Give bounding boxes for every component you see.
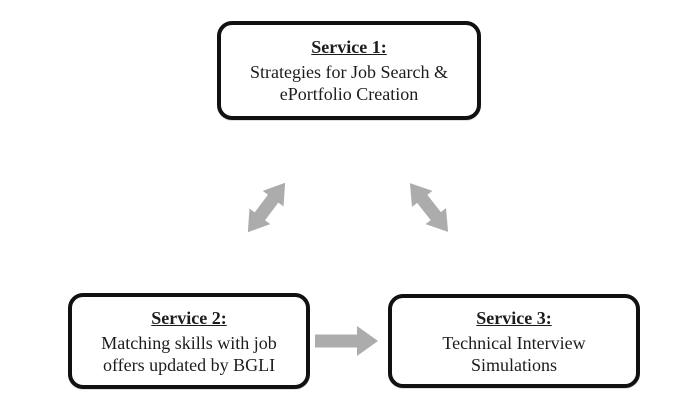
right-arrow-s2-s3-icon — [315, 326, 378, 356]
node-service-1-line-1: Strategies for Job Search & — [250, 62, 448, 82]
node-service-2-line-2: offers updated by BGLI — [102, 354, 276, 375]
node-service-3-title: Service 3: — [476, 307, 552, 328]
node-service-2-title: Service 2: — [151, 307, 227, 328]
node-service-1-line-2: ePortfolio Creation — [279, 84, 419, 104]
double-arrow-s1-s2-icon — [247, 182, 286, 233]
node-service-3-line-1: Technical Interview — [442, 332, 586, 353]
node-service-2: Service 2: Matching skills with job offe… — [68, 293, 310, 389]
node-service-1-title: Service 1: — [311, 37, 387, 57]
node-service-1: Service 1: Strategies for Job Search & e… — [217, 21, 481, 120]
double-arrow-s1-s3-icon — [409, 183, 449, 232]
node-service-3: Service 3: Technical Interview Simulatio… — [388, 294, 640, 388]
node-service-2-line-1: Matching skills with job — [101, 332, 277, 353]
node-service-3-line-2: Simulations — [470, 354, 557, 375]
